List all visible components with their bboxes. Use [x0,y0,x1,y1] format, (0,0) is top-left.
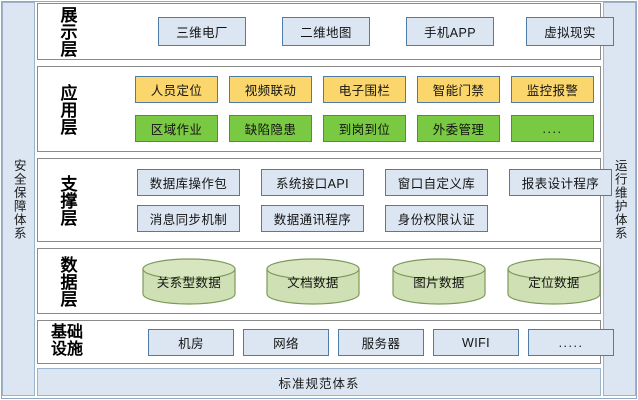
layer-infrastructure-body: 机房 网络 服务器 WIFI ..... [96,321,614,363]
node-window-custom-library-label: 窗口自定义库 [397,177,476,191]
node-mobile-app[interactable]: 手机APP [406,17,494,46]
node-identity-authorization[interactable]: 身份权限认证 [385,205,488,232]
node-defect-hazard[interactable]: 缺陷隐患 [229,115,312,142]
node-data-communication-program[interactable]: 数据通讯程序 [261,205,364,232]
layer-application-label-wrap: 应用层 [46,67,88,151]
node-db-operation-package-label: 数据库操作包 [149,177,228,191]
cylinder-shape-icon [507,258,601,305]
node-application-more-label: .... [542,121,563,136]
node-server[interactable]: 服务器 [338,329,424,356]
node-system-interface-api-label: 系统接口API [276,177,349,191]
node-db-operation-package[interactable]: 数据库操作包 [137,169,240,196]
node-3d-plant[interactable]: 三维电厂 [158,17,246,46]
layer-support: 支撑层 数据库操作包 系统接口API 窗口自定义库 报表设计程序 消息同步机制 … [37,158,612,242]
layer-infrastructure-label: 基础设施 [50,324,83,358]
node-window-custom-library[interactable]: 窗口自定义库 [385,169,488,196]
node-3d-plant-label: 三维电厂 [176,26,228,40]
bottom-bar-label: 标准规范体系 [278,376,360,391]
layer-support-label: 支撑层 [57,174,77,226]
layer-infrastructure-label-wrap: 基础设施 [46,321,88,363]
layer-data-label: 数据层 [57,255,77,307]
bottom-bar-standards-system: 标准规范体系 [37,368,601,396]
layer-application: 应用层 人员定位 视频联动 电子围栏 智能门禁 监控报警 区域作业 [37,66,601,152]
node-virtual-reality-label: 虚拟现实 [544,26,596,40]
node-monitoring-alarm-label: 监控报警 [526,84,579,98]
cylinder-shape-icon [392,258,486,305]
node-monitoring-alarm[interactable]: 监控报警 [511,76,594,103]
node-system-interface-api[interactable]: 系统接口API [261,169,364,196]
layer-data-label-wrap: 数据层 [46,249,88,313]
node-application-more[interactable]: .... [511,115,594,142]
cylinder-document-data[interactable]: 文档数据 [266,258,360,305]
layer-data: 数据层 关系型数据 文档数据 [37,248,601,314]
cylinder-image-data[interactable]: 图片数据 [392,258,486,305]
node-wifi-label: WIFI [462,335,490,350]
cylinder-shape-icon [142,258,236,305]
node-network-label: 网络 [273,337,299,351]
layer-presentation: 展示层 三维电厂 二维地图 手机APP 虚拟现实 [37,3,614,60]
node-virtual-reality[interactable]: 虚拟现实 [526,17,614,46]
node-outsourcing-management[interactable]: 外委管理 [417,115,500,142]
layer-support-body: 数据库操作包 系统接口API 窗口自定义库 报表设计程序 消息同步机制 数据通讯… [96,159,612,241]
node-wifi[interactable]: WIFI [433,329,519,356]
node-on-duty-in-place[interactable]: 到岗到位 [323,115,406,142]
node-area-operations-label: 区域作业 [150,123,203,137]
layer-presentation-label: 展示层 [57,6,77,57]
layer-presentation-label-wrap: 展示层 [46,4,88,59]
node-identity-authorization-label: 身份权限认证 [397,213,476,227]
node-report-design-program-label: 报表设计程序 [521,177,600,191]
node-video-linkage-label: 视频联动 [244,84,297,98]
layer-support-label-wrap: 支撑层 [46,159,88,241]
node-smart-access-control-label: 智能门禁 [432,84,485,98]
node-message-sync-mechanism-label: 消息同步机制 [149,213,228,227]
cylinder-positioning-data[interactable]: 定位数据 [507,258,601,305]
cylinder-shape-icon [266,258,360,305]
node-defect-hazard-label: 缺陷隐患 [244,123,297,137]
node-infrastructure-more[interactable]: ..... [528,329,614,356]
node-server-label: 服务器 [361,337,401,351]
left-rail-security-system: 安全保障体系 [2,2,35,396]
node-outsourcing-management-label: 外委管理 [432,123,485,137]
node-personnel-positioning[interactable]: 人员定位 [135,76,218,103]
node-on-duty-in-place-label: 到岗到位 [338,123,391,137]
node-electronic-fence-label: 电子围栏 [338,84,391,98]
node-report-design-program[interactable]: 报表设计程序 [509,169,612,196]
layer-data-body: 关系型数据 文档数据 图片数据 [96,249,601,313]
node-network[interactable]: 网络 [243,329,329,356]
node-electronic-fence[interactable]: 电子围栏 [323,76,406,103]
node-video-linkage[interactable]: 视频联动 [229,76,312,103]
node-smart-access-control[interactable]: 智能门禁 [417,76,500,103]
node-computer-room-label: 机房 [178,337,204,351]
left-rail-label: 安全保障体系 [11,158,26,240]
node-area-operations[interactable]: 区域作业 [135,115,218,142]
cylinder-relational-data[interactable]: 关系型数据 [142,258,236,305]
layer-infrastructure: 基础设施 机房 网络 服务器 WIFI ..... [37,320,614,364]
node-2d-map-label: 二维地图 [300,26,352,40]
node-infrastructure-more-label: ..... [558,335,584,350]
node-computer-room[interactable]: 机房 [148,329,234,356]
right-rail-label: 运行维护体系 [612,158,627,240]
node-personnel-positioning-label: 人员定位 [150,84,203,98]
node-data-communication-program-label: 数据通讯程序 [273,213,352,227]
layer-application-label: 应用层 [57,83,77,135]
node-message-sync-mechanism[interactable]: 消息同步机制 [137,205,240,232]
node-mobile-app-label: 手机APP [423,26,476,40]
layer-application-body: 人员定位 视频联动 电子围栏 智能门禁 监控报警 区域作业 缺陷隐患 到岗到 [96,67,596,151]
layer-presentation-body: 三维电厂 二维地图 手机APP 虚拟现实 [96,4,614,59]
node-2d-map[interactable]: 二维地图 [282,17,370,46]
